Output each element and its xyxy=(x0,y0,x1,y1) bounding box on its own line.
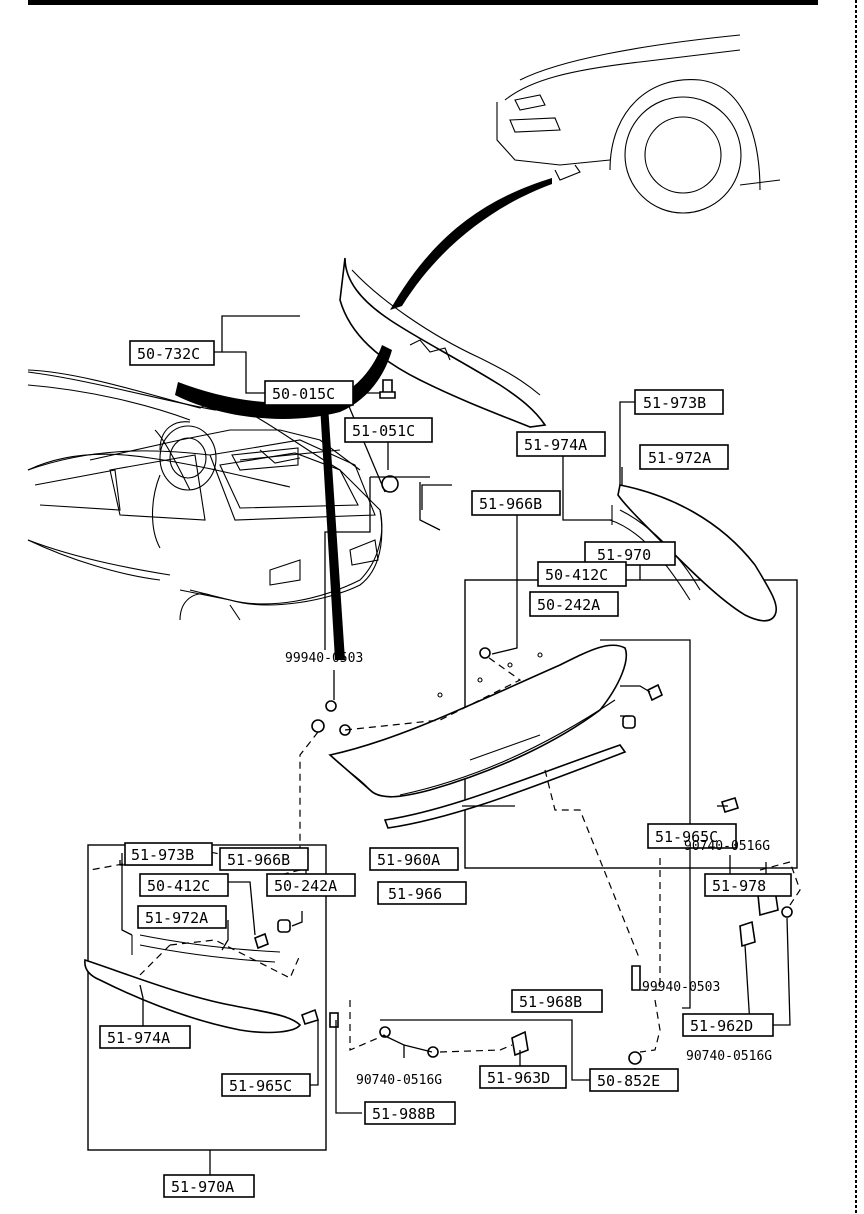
label-50-852E: 50-852E xyxy=(589,1068,679,1092)
label-51-972A-l: 51-972A xyxy=(137,905,227,929)
label-51-963D: 51-963D xyxy=(479,1065,567,1089)
weatherstrip-51-968B xyxy=(383,744,627,829)
label-51-974A-l: 51-974A xyxy=(99,1025,191,1049)
bolt-90740-right xyxy=(781,906,793,918)
label-51-966: 51-966 xyxy=(377,881,467,905)
rear-tire-rim xyxy=(169,437,207,479)
bracket-51-988B xyxy=(329,1012,339,1028)
label-51-970A: 51-970A xyxy=(163,1174,255,1198)
label-51-962D: 51-962D xyxy=(682,1013,774,1037)
svg-text:51-966B: 51-966B xyxy=(479,495,542,513)
svg-text:51-974A: 51-974A xyxy=(524,436,587,454)
svg-text:51-960A: 51-960A xyxy=(377,851,440,869)
front-car-illustration xyxy=(496,34,781,214)
text-99940-0503-mid: 99940-0503 xyxy=(642,980,720,995)
svg-text:51-970: 51-970 xyxy=(597,546,651,564)
svg-text:50-242A: 50-242A xyxy=(274,877,337,895)
nut-51-966B-r xyxy=(479,647,491,659)
header-bar xyxy=(28,0,818,5)
label-50-732C: 50-732C xyxy=(129,340,215,366)
rear-wheel-group xyxy=(159,421,191,451)
svg-text:51-051C: 51-051C xyxy=(352,422,415,440)
svg-text:50-242A: 50-242A xyxy=(537,596,600,614)
label-50-242A-l: 50-242A xyxy=(266,873,356,897)
left-spoiler-part xyxy=(84,934,302,1034)
label-50-412C-r: 50-412C xyxy=(537,561,627,587)
svg-text:51-972A: 51-972A xyxy=(145,909,208,927)
text-99940-0503-top: 99940-0503 xyxy=(285,651,363,666)
label-51-966B-r: 51-966B xyxy=(471,490,561,516)
nut-99940-b xyxy=(325,700,337,712)
svg-text:50-852E: 50-852E xyxy=(597,1072,660,1090)
front-spoiler-part xyxy=(339,257,547,428)
bolt-90740-bot-a xyxy=(379,1026,391,1038)
svg-text:50-412C: 50-412C xyxy=(147,877,210,895)
clip-51-965C-r xyxy=(721,796,739,814)
svg-text:51-970A: 51-970A xyxy=(171,1178,234,1196)
svg-text:51-978: 51-978 xyxy=(712,877,766,895)
label-51-966B-l: 51-966B xyxy=(219,847,309,871)
label-51-051C: 51-051C xyxy=(344,417,433,443)
grommet-50-242A-l xyxy=(277,919,291,933)
label-51-970: 51-970 xyxy=(584,541,676,566)
bracket-51-962D xyxy=(739,920,756,948)
bolt-50-412C-r xyxy=(646,683,664,702)
svg-text:51-963D: 51-963D xyxy=(487,1069,550,1087)
label-51-968B: 51-968B xyxy=(511,989,603,1013)
label-51-972A-r: 51-972A xyxy=(639,444,729,470)
clip-51-965C-l xyxy=(300,1008,319,1025)
text-90740-0516G-right: 90740-0516G xyxy=(686,1049,772,1064)
svg-text:51-965C: 51-965C xyxy=(655,828,718,846)
label-51-973B-r: 51-973B xyxy=(634,389,724,415)
svg-text:51-974A: 51-974A xyxy=(107,1029,170,1047)
svg-text:51-972A: 51-972A xyxy=(648,449,711,467)
bracket-51-963D xyxy=(511,1030,529,1057)
label-50-412C-l: 50-412C xyxy=(139,873,229,897)
svg-text:50-015C: 50-015C xyxy=(272,385,335,403)
stud-99940-mid xyxy=(631,965,641,991)
center-spoiler-part xyxy=(328,644,627,798)
svg-text:51-968B: 51-968B xyxy=(519,993,582,1011)
label-51-973B-l: 51-973B xyxy=(124,842,213,866)
svg-text:51-966B: 51-966B xyxy=(227,851,290,869)
bolt-50-015C xyxy=(379,379,396,399)
label-51-965C-l: 51-965C xyxy=(221,1073,311,1097)
nut-50-852E xyxy=(628,1051,642,1065)
text-90740-0516G-bot: 90740-0516G xyxy=(356,1073,442,1088)
svg-text:51-966: 51-966 xyxy=(388,885,442,903)
label-51-988B: 51-988B xyxy=(364,1101,456,1125)
svg-text:51-962D: 51-962D xyxy=(690,1017,753,1035)
label-51-965C-r: 51-965C xyxy=(647,823,737,849)
bolt-90740-bot-b xyxy=(427,1046,439,1058)
rear-tire xyxy=(159,425,217,491)
svg-text:51-973B: 51-973B xyxy=(131,846,194,864)
svg-text:51-988B: 51-988B xyxy=(372,1105,435,1123)
svg-text:50-732C: 50-732C xyxy=(137,345,200,363)
label-51-974A-r: 51-974A xyxy=(516,431,606,457)
text-90740-0516G-top: 90740-0516G xyxy=(684,839,770,854)
grommet-50-242A-r xyxy=(622,715,636,729)
label-51-960A: 51-960A xyxy=(369,847,459,871)
label-51-978: 51-978 xyxy=(704,873,792,897)
label-50-015C: 50-015C xyxy=(264,380,354,406)
svg-text:51-965C: 51-965C xyxy=(229,1077,292,1095)
svg-text:51-973B: 51-973B xyxy=(643,394,706,412)
callout-arrow-front xyxy=(390,178,552,310)
svg-text:50-412C: 50-412C xyxy=(545,566,608,584)
bolt-50-412C-l xyxy=(254,932,269,950)
nut-99940-a xyxy=(311,719,325,733)
label-50-242A-r: 50-242A xyxy=(529,591,619,617)
